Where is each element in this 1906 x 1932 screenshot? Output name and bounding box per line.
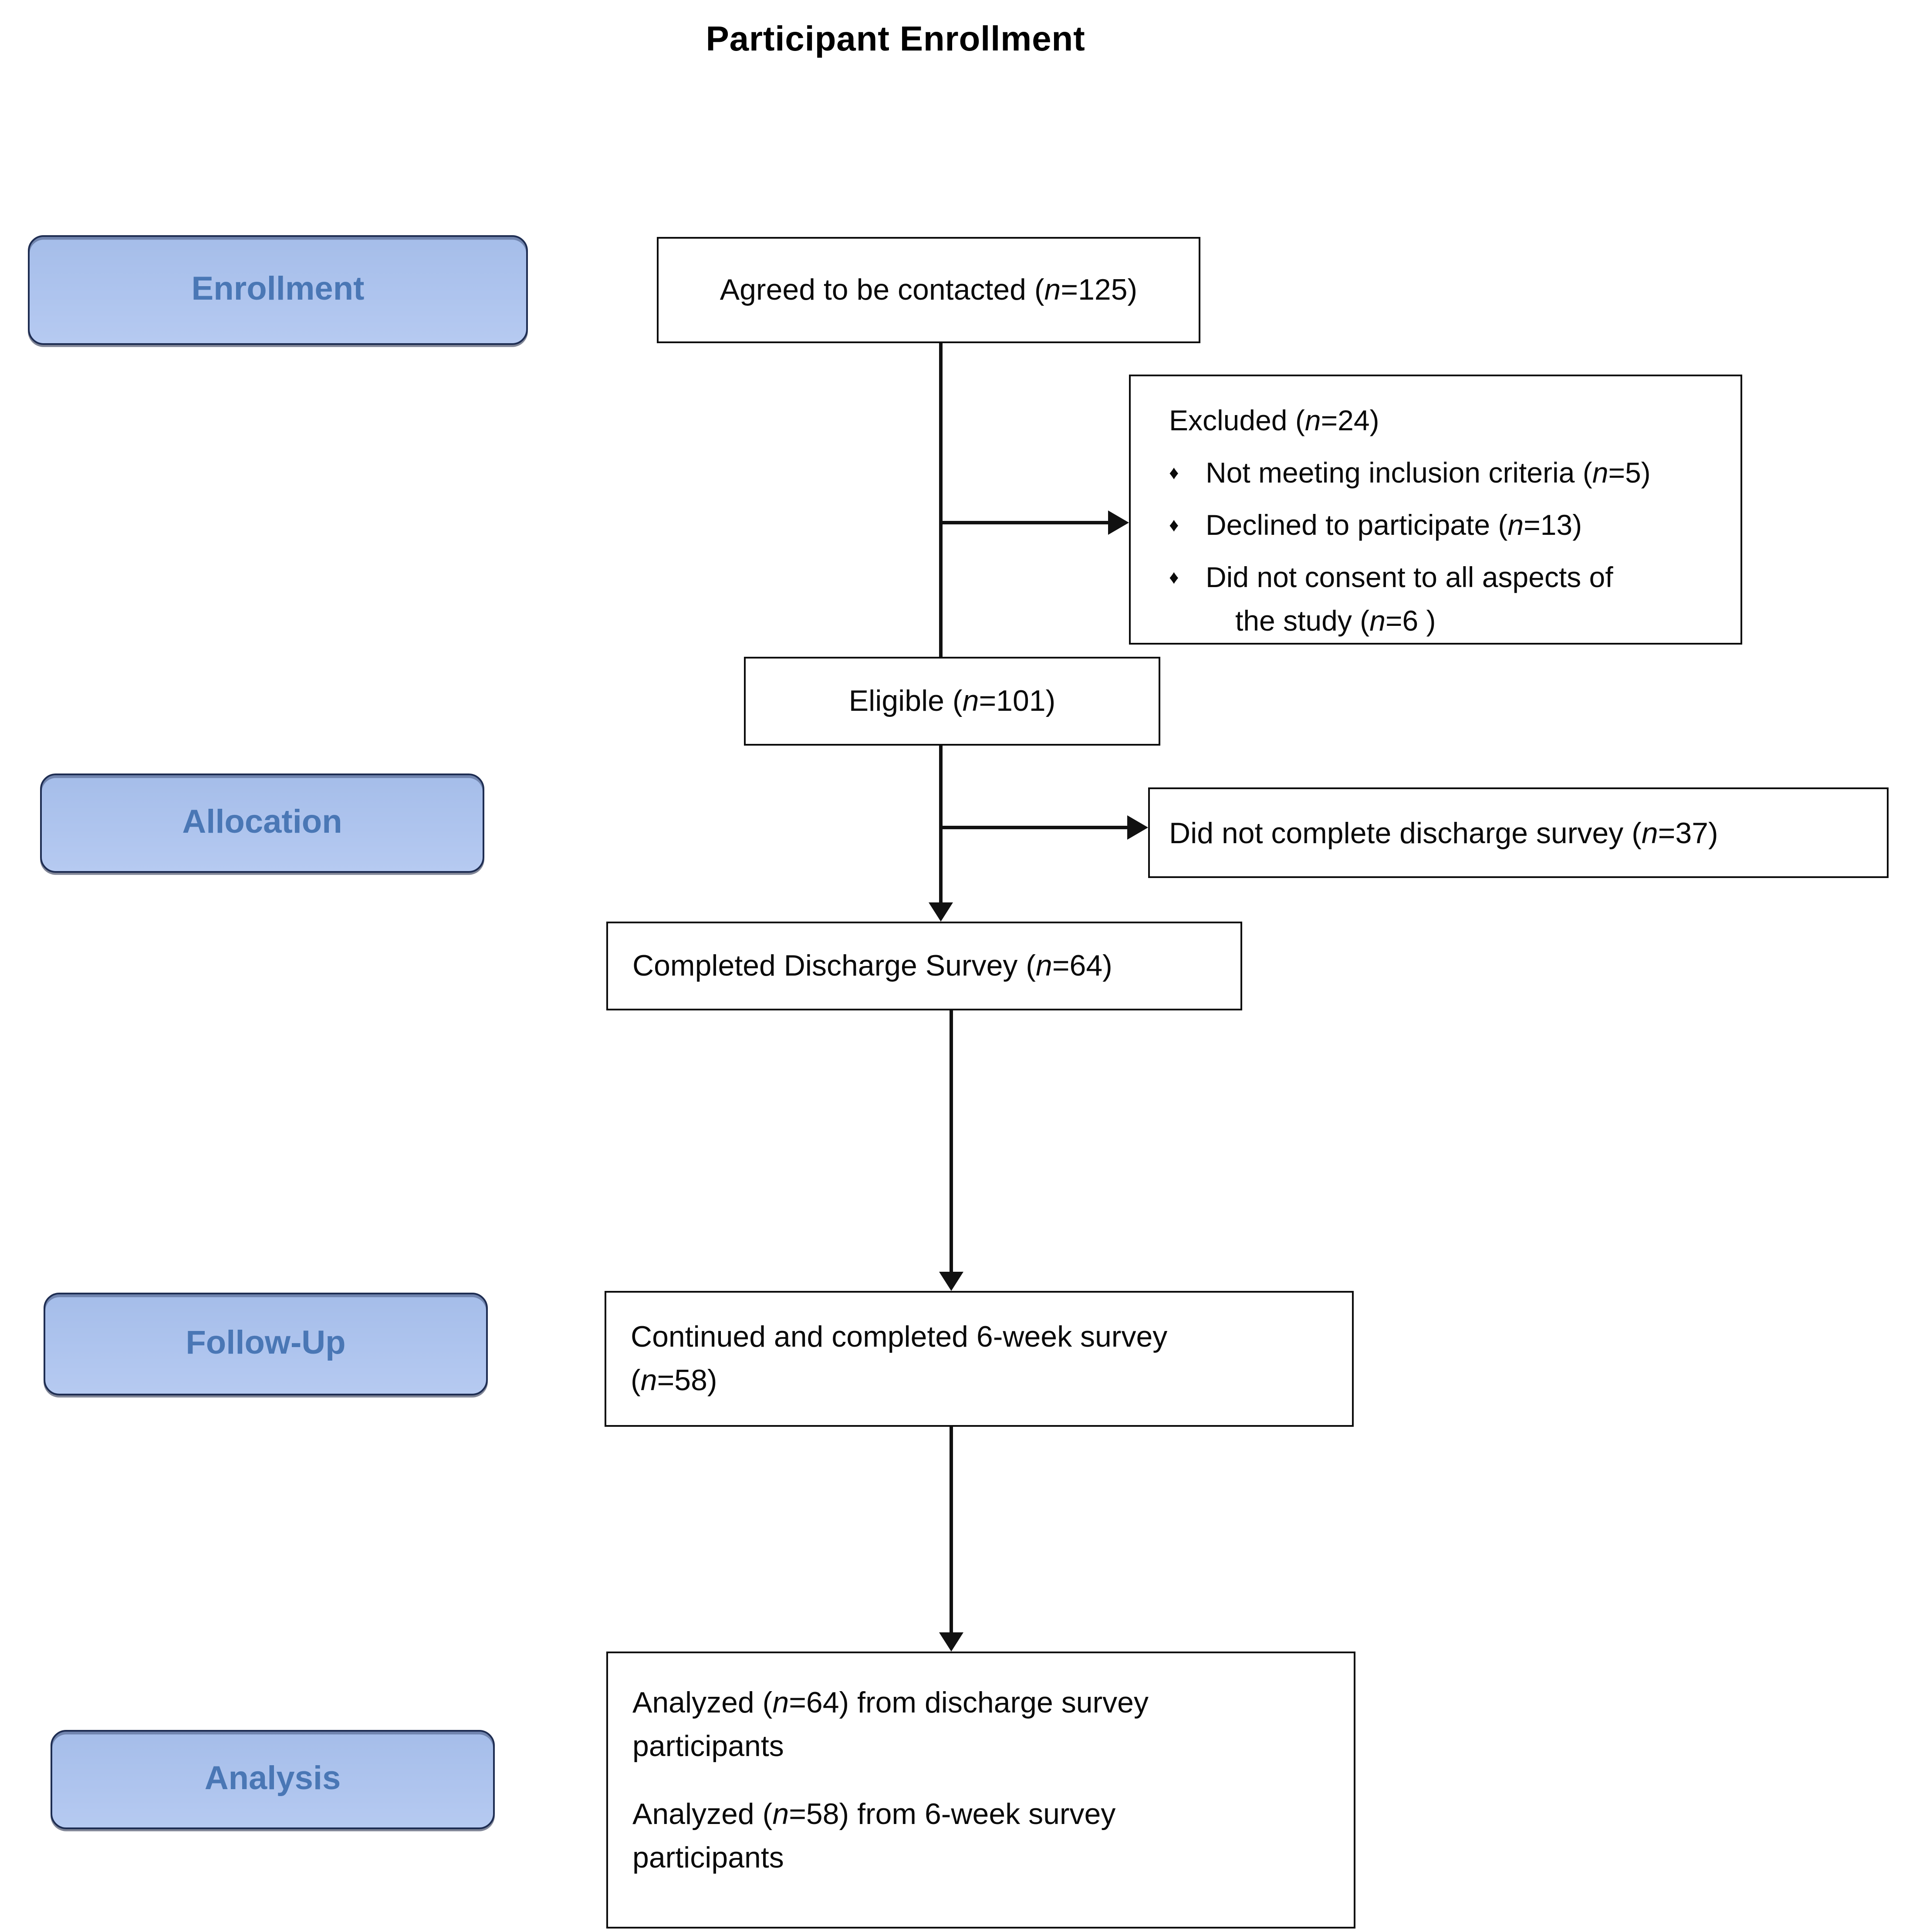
arrowhead-right-excluded-icon (1108, 510, 1129, 535)
excluded-item-line1: Did not consent to all aspects of (1206, 563, 1613, 594)
excluded-item-text: Did not consent to all aspects of the st… (1206, 557, 1613, 645)
node-agreed-text: Agreed to be contacted (n=125) (720, 274, 1138, 307)
diamond-bullet-icon: ♦ (1169, 516, 1179, 537)
node-did-not-complete-discharge-survey: Did not complete discharge survey (n=37) (1148, 787, 1889, 878)
node-completed-text: Completed Discharge Survey (n=64) (632, 949, 1112, 983)
stage-box-analysis: Analysis (51, 1730, 495, 1829)
connector-eligible-to-completed (939, 746, 942, 902)
stage-label-allocation: Allocation (182, 804, 342, 841)
connector-continued-to-analyzed (950, 1427, 953, 1632)
node-continued-line2: (n=58) (631, 1364, 717, 1397)
node-excluded: Excluded (n=24) ♦ Not meeting inclusion … (1129, 375, 1742, 645)
diamond-bullet-icon: ♦ (1169, 463, 1179, 484)
stage-box-allocation: Allocation (40, 773, 484, 873)
excluded-item-line2: the study (n=6 ) (1235, 606, 1436, 638)
connector-agreed-to-eligible (939, 343, 942, 657)
excluded-item-text: Not meeting inclusion criteria (n=5) (1206, 458, 1651, 490)
node-analyzed-block2-line2: participants (632, 1841, 784, 1875)
arrowhead-down-completed-icon (929, 902, 953, 922)
arrowhead-down-analyzed-icon (939, 1632, 963, 1652)
node-continued-line1: Continued and completed 6-week survey (631, 1321, 1168, 1354)
node-eligible-text: Eligible (n=101) (848, 685, 1056, 718)
diamond-bullet-icon: ♦ (1169, 568, 1179, 589)
excluded-item: ♦ Not meeting inclusion criteria (n=5) (1169, 453, 1730, 497)
node-analyzed-block2-line1: Analyzed (n=58) from 6-week survey (632, 1798, 1116, 1831)
excluded-heading: Excluded (n=24) (1169, 406, 1379, 437)
node-analyzed-block1-line1: Analyzed (n=64) from discharge survey (632, 1686, 1149, 1719)
node-analyzed-block1-line2: participants (632, 1730, 784, 1763)
node-eligible: Eligible (n=101) (744, 657, 1160, 746)
arrowhead-down-continued-icon (939, 1272, 963, 1291)
diagram-title: Participant Enrollment (706, 21, 1085, 59)
stage-box-enrollment: Enrollment (28, 235, 528, 345)
excluded-item-text: Declined to participate (n=13) (1206, 510, 1582, 542)
stage-label-analysis: Analysis (204, 1760, 341, 1797)
node-completed-discharge-survey: Completed Discharge Survey (n=64) (606, 922, 1242, 1010)
excluded-item: ♦ Declined to participate (n=13) (1169, 505, 1730, 549)
stage-label-follow-up: Follow-Up (186, 1325, 346, 1361)
stage-label-enrollment: Enrollment (191, 271, 365, 307)
node-continued-6-week-survey: Continued and completed 6-week survey (n… (605, 1291, 1354, 1427)
arrowhead-right-did-not-complete-icon (1127, 815, 1148, 840)
spacer (632, 1768, 1340, 1793)
node-analyzed: Analyzed (n=64) from discharge survey pa… (606, 1652, 1355, 1929)
node-agreed-to-be-contacted: Agreed to be contacted (n=125) (657, 237, 1200, 343)
stage-box-follow-up: Follow-Up (44, 1293, 488, 1395)
connector-to-excluded (941, 521, 1108, 524)
connector-to-did-not-complete (941, 826, 1127, 829)
node-did-not-complete-text: Did not complete discharge survey (n=37) (1169, 816, 1718, 849)
connector-completed-to-continued (950, 1010, 953, 1272)
excluded-item: ♦ Did not consent to all aspects of the … (1169, 557, 1730, 645)
